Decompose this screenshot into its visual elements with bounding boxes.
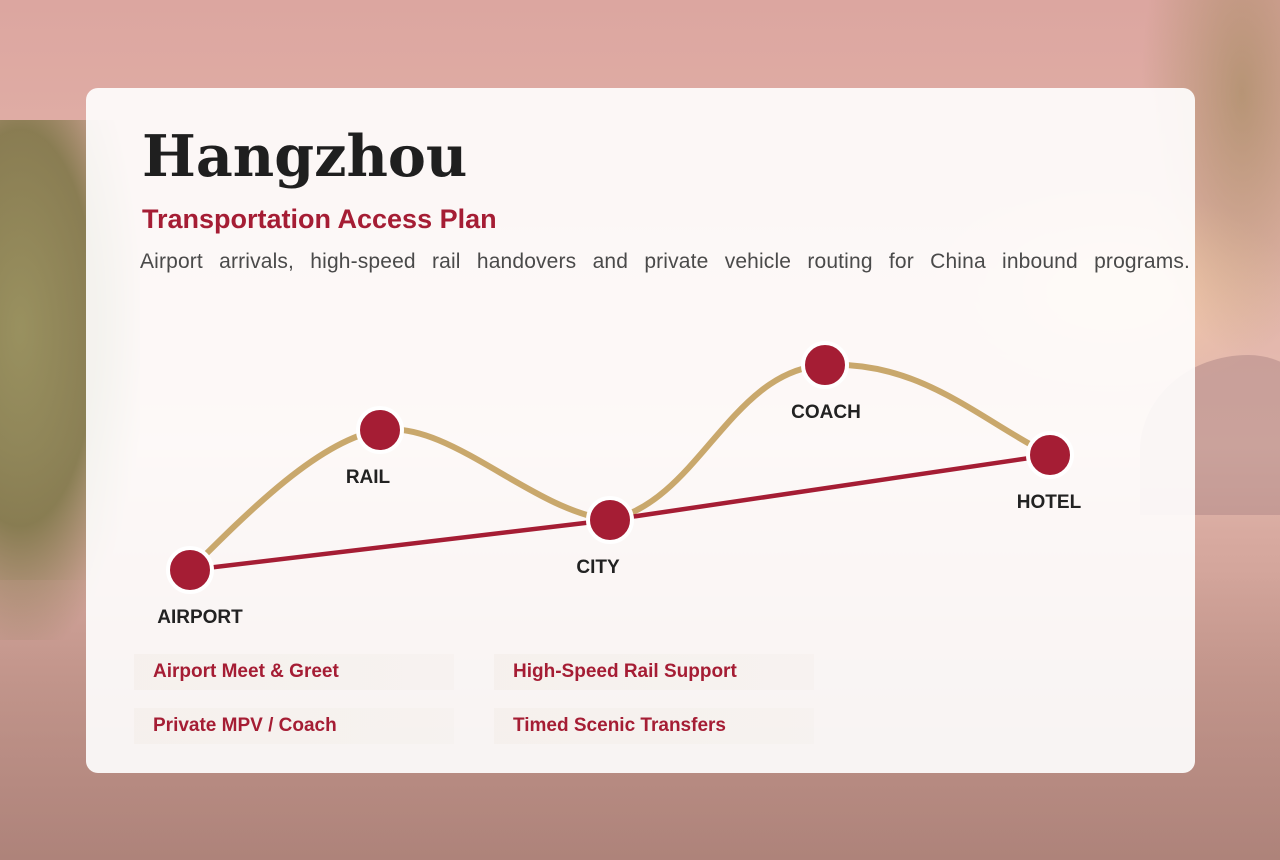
node-rail <box>356 406 404 454</box>
page-subtitle: Transportation Access Plan <box>142 204 497 234</box>
node-city <box>586 496 634 544</box>
curve-city-coach <box>607 362 828 523</box>
service-airport-meet-greet: Airport Meet & Greet <box>134 654 454 690</box>
service-high-speed-rail-support: High-Speed Rail Support <box>494 654 814 690</box>
node-label-airport: AIRPORT <box>157 607 243 628</box>
node-label-coach: COACH <box>791 402 861 423</box>
page-description: Airport arrivals, high-speed rail handov… <box>140 250 1190 273</box>
curve-rail-city <box>377 426 613 523</box>
direct-line-city-hotel <box>607 452 1053 523</box>
node-hotel <box>1026 431 1074 479</box>
service-timed-scenic-transfers: Timed Scenic Transfers <box>494 708 814 744</box>
node-airport <box>166 546 214 594</box>
node-label-rail: RAIL <box>346 467 391 488</box>
node-label-city: CITY <box>576 557 620 578</box>
direct-line-airport-city <box>187 517 613 573</box>
node-coach <box>801 341 849 389</box>
page-title: Hangzhou <box>142 123 468 190</box>
service-private-mpv-coach: Private MPV / Coach <box>134 708 454 744</box>
curve-coach-hotel <box>822 361 1053 458</box>
node-label-hotel: HOTEL <box>1017 492 1082 513</box>
